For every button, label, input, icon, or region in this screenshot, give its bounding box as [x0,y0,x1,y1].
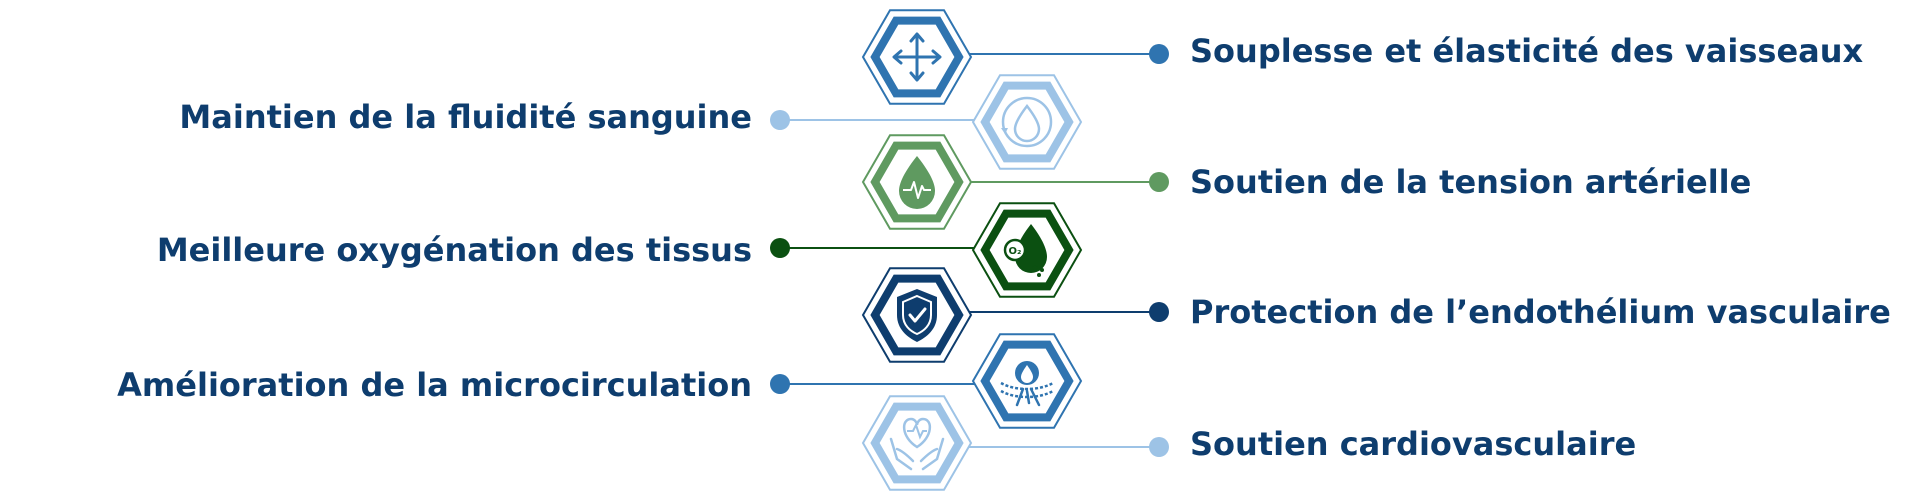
hexagon-inner [870,402,964,484]
connector-line [780,380,986,385]
label-blood-fluidity: Maintien de la fluidité sanguine [179,98,752,136]
connector-dot [770,374,790,394]
connector-dot [1149,302,1169,322]
hexagon-inner [870,274,964,356]
svg-text:O₂: O₂ [1009,246,1022,257]
hexagon-inner [980,81,1074,163]
connector-dot [1149,172,1169,192]
hexagon-inner [870,16,964,98]
label-tissue-oxygenation: Meilleure oxygénation des tissus [156,231,752,269]
heart-hands-icon [889,417,945,471]
shield-check-icon [897,289,937,342]
step-4: O₂ [770,202,1083,298]
oxygen-drop-icon: O₂ [1003,224,1047,277]
connector-line [958,311,1159,316]
step-7 [861,395,1169,491]
hexagon-inner [980,209,1074,291]
connector-dot [1149,44,1169,64]
hexagon-inner [980,340,1074,422]
label-microcirculation: Amélioration de la microcirculation [117,366,752,404]
microcirculation-icon [1000,361,1054,407]
step-3 [861,134,1169,230]
connector-line [780,247,986,251]
connector-dot [770,238,790,258]
connector-dot [770,110,790,130]
connector-line [958,53,1159,58]
blood-drop-pulse-icon [899,156,935,209]
hexagon-inner [870,141,964,223]
label-cardiovascular-support: Soutien cardiovasculaire [1190,425,1637,463]
connector-line [958,442,1159,448]
connector-line [780,119,986,123]
label-blood-pressure: Soutien de la tension artérielle [1190,163,1752,201]
blood-drop-cycle-icon [1001,96,1053,148]
label-vessel-flexibility: Souplesse et élasticité des vaisseaux [1190,32,1864,70]
arrows-move-icon [892,32,942,82]
step-2 [770,74,1083,170]
step-1 [861,9,1169,105]
step-5 [861,267,1169,363]
label-endothelium-protection: Protection de l’endothélium vasculaire [1190,293,1891,331]
connector-dot [1149,437,1169,457]
step-6 [770,333,1083,429]
